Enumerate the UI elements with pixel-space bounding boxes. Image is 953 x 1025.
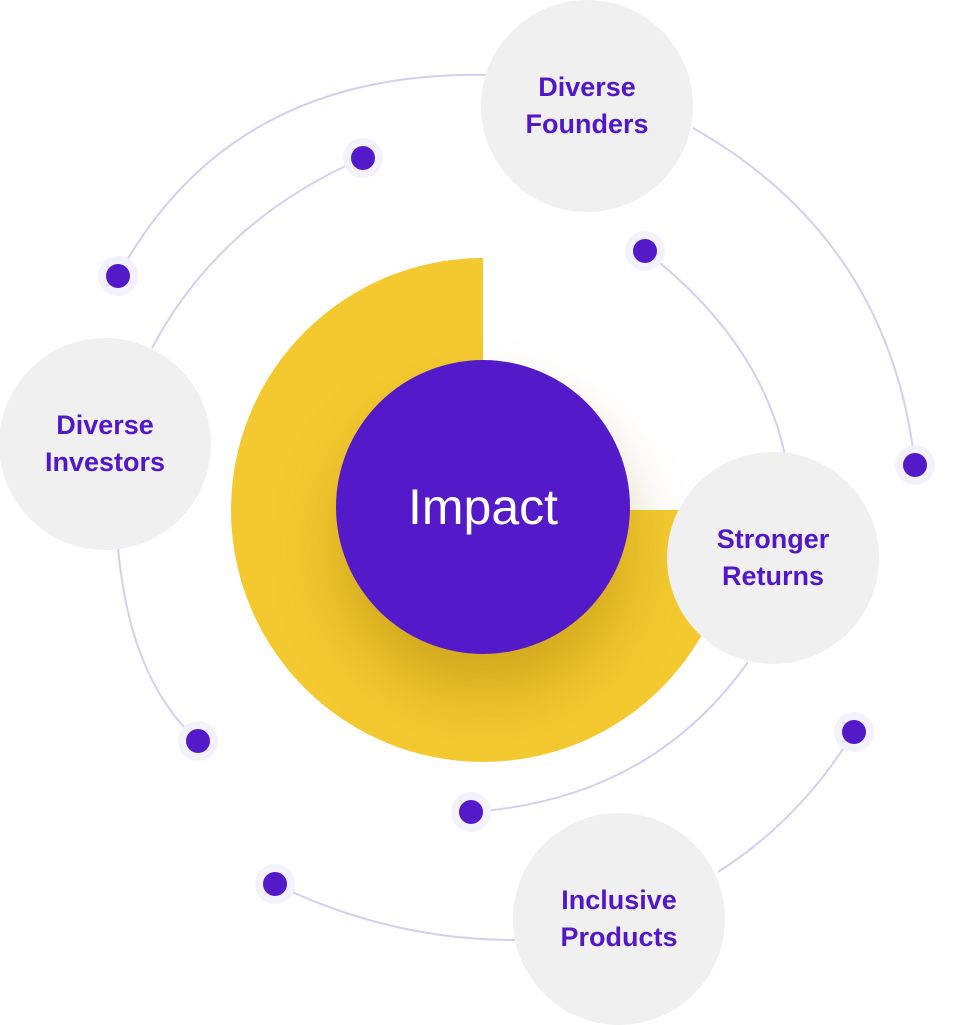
node-label-line1: Inclusive: [561, 885, 677, 915]
node-label-line1: Diverse: [538, 72, 636, 102]
dot: [255, 864, 295, 904]
connector-line: [692, 127, 916, 466]
dot: [98, 256, 138, 296]
dot: [895, 445, 935, 485]
connector-line: [717, 731, 855, 873]
node-label-line1: Diverse: [56, 410, 154, 440]
node-label-line1: Stronger: [716, 524, 830, 554]
dot: [178, 721, 218, 761]
node-label-line2: Investors: [44, 447, 166, 477]
dot: [343, 138, 383, 178]
node-label-line2: Returns: [721, 561, 824, 591]
connector-line: [117, 547, 199, 742]
node-label-line2: Founders: [525, 109, 649, 139]
impact-label: Impact: [407, 479, 559, 535]
connector-line: [117, 73, 488, 277]
connector-line: [151, 157, 364, 349]
connector-line: [470, 661, 749, 813]
dot: [625, 231, 665, 271]
impact-center-circle: Impact: [336, 360, 630, 654]
dot: [834, 712, 874, 752]
connector-line: [274, 883, 516, 941]
dot: [451, 792, 491, 832]
connector-line: [644, 250, 786, 456]
node-label-line2: Products: [560, 922, 678, 952]
